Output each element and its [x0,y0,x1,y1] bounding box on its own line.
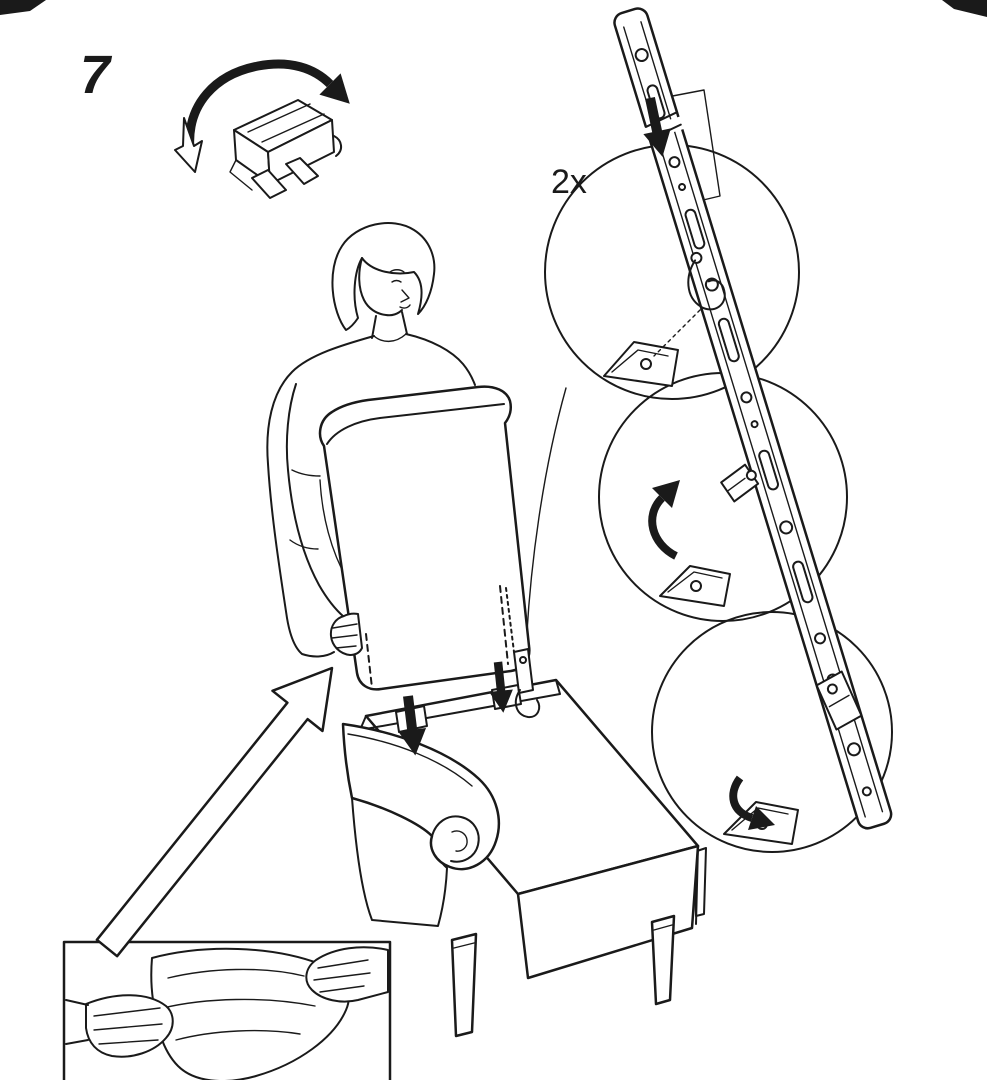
latch-rotate-arrow-icon [648,480,680,560]
right-shoulder [405,333,476,386]
seat-right-edge [695,845,699,925]
collar [373,333,407,343]
armrest-top-line [347,733,473,787]
eye [391,279,402,283]
latch-rotating [720,463,760,503]
page-edge-mark-left [0,0,46,15]
eyebrow [389,269,405,273]
latch-hook-open [687,251,726,311]
flip-rotation-arrowhead [319,73,350,104]
rail-body [613,7,893,830]
quantity-label: 2x [551,163,587,201]
step-number: 7 [80,45,113,105]
backrest-outline [318,385,531,691]
armrest-top [341,722,501,871]
backrest-bracket-detail [505,587,541,719]
bracket-part [229,99,342,199]
rail-part [613,7,893,830]
flip-part-illustration [174,59,350,199]
bracket-hook [514,689,541,719]
armrest-scroll [431,815,480,863]
fingers [331,623,358,649]
flip-small-arrow-icon [174,117,203,173]
person-hand [329,612,363,656]
backrest-roll-edge [326,403,505,445]
front-right-leg [650,914,676,1006]
detail-inset [62,940,392,1080]
left-hand [65,994,174,1058]
page-edge-mark-right [942,0,987,17]
sweater-folds [289,469,321,550]
armrest-scroll-inner [451,830,468,852]
flip-rotation-arrow-icon [185,59,334,151]
backrest-dashed-left [365,633,373,689]
right-hand [305,946,389,1003]
left-arm [285,383,345,618]
neck [371,311,408,339]
person-figure [266,222,476,658]
seat-front-face [516,844,700,980]
hair [331,222,436,331]
fabric-folds [162,968,316,1041]
frame-corner-1 [603,341,679,387]
guide-arrow-icon [95,666,334,958]
front-left-leg [450,932,478,1038]
face-outline [358,257,403,317]
callout-leader-line [525,387,567,651]
latch-closed [815,670,863,731]
frame-corner-2 [659,565,731,607]
latch-lock-arrow-icon [729,775,775,830]
callout-circle-3 [651,611,893,853]
backrest-dashed-right [499,585,509,665]
rail-hole [634,48,649,63]
backrest-panel [318,385,531,691]
nose [400,289,410,303]
armchair-base [341,678,707,1038]
torso-outline [266,335,375,658]
mouth [399,304,411,309]
